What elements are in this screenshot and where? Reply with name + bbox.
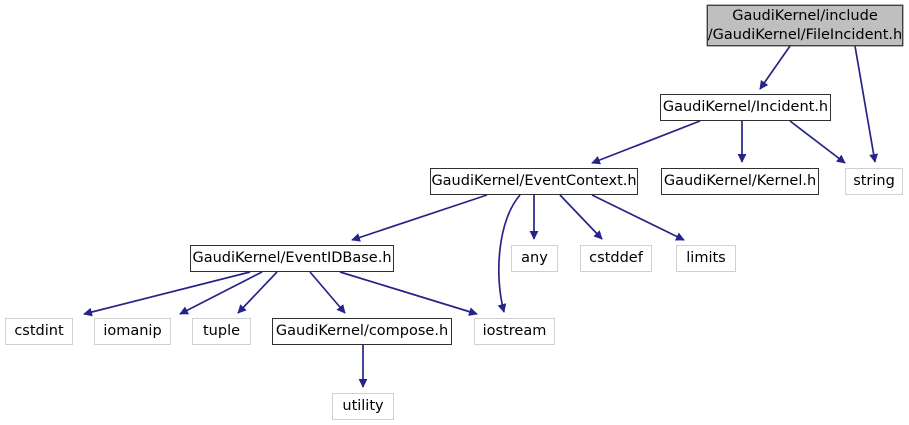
edge-eventcontext-eventidbase (351, 194, 488, 242)
graph-node-limits[interactable]: limits (676, 245, 736, 272)
graph-node-kernel[interactable]: GaudiKernel/Kernel.h (661, 168, 819, 195)
edge-eventcontext-limits (591, 194, 685, 241)
graph-node-fileincident[interactable]: GaudiKernel/include /GaudiKernel/FileInc… (707, 5, 903, 46)
edge-incident-string (789, 120, 846, 164)
graph-node-eventidbase[interactable]: GaudiKernel/EventIDBase.h (190, 245, 394, 272)
edge-eventidbase-iostream (339, 271, 478, 316)
graph-node-incident[interactable]: GaudiKernel/Incident.h (660, 94, 831, 121)
graph-node-utility[interactable]: utility (332, 393, 394, 420)
graph-node-cstddef[interactable]: cstddef (580, 245, 652, 272)
edge-fileincident-incident (759, 45, 791, 90)
graph-node-eventcontext[interactable]: GaudiKernel/EventContext.h (430, 168, 638, 195)
edge-eventidbase-cstdint (83, 271, 251, 317)
graph-node-iostream[interactable]: iostream (474, 318, 555, 345)
edge-incident-eventcontext (591, 120, 701, 165)
edge-fileincident-string (854, 45, 879, 163)
edge-eventidbase-iomanip (179, 271, 263, 315)
graph-node-cstdint[interactable]: cstdint (5, 318, 73, 345)
graph-node-compose[interactable]: GaudiKernel/compose.h (272, 318, 452, 345)
edge-eventidbase-tuple (237, 271, 278, 314)
edge-eventidbase-compose (309, 271, 346, 314)
graph-node-tuple[interactable]: tuple (192, 318, 251, 345)
graph-node-iomanip[interactable]: iomanip (94, 318, 171, 345)
edge-eventcontext-cstddef (559, 194, 603, 240)
graph-node-string[interactable]: string (845, 168, 903, 195)
graph-node-any[interactable]: any (511, 245, 558, 272)
